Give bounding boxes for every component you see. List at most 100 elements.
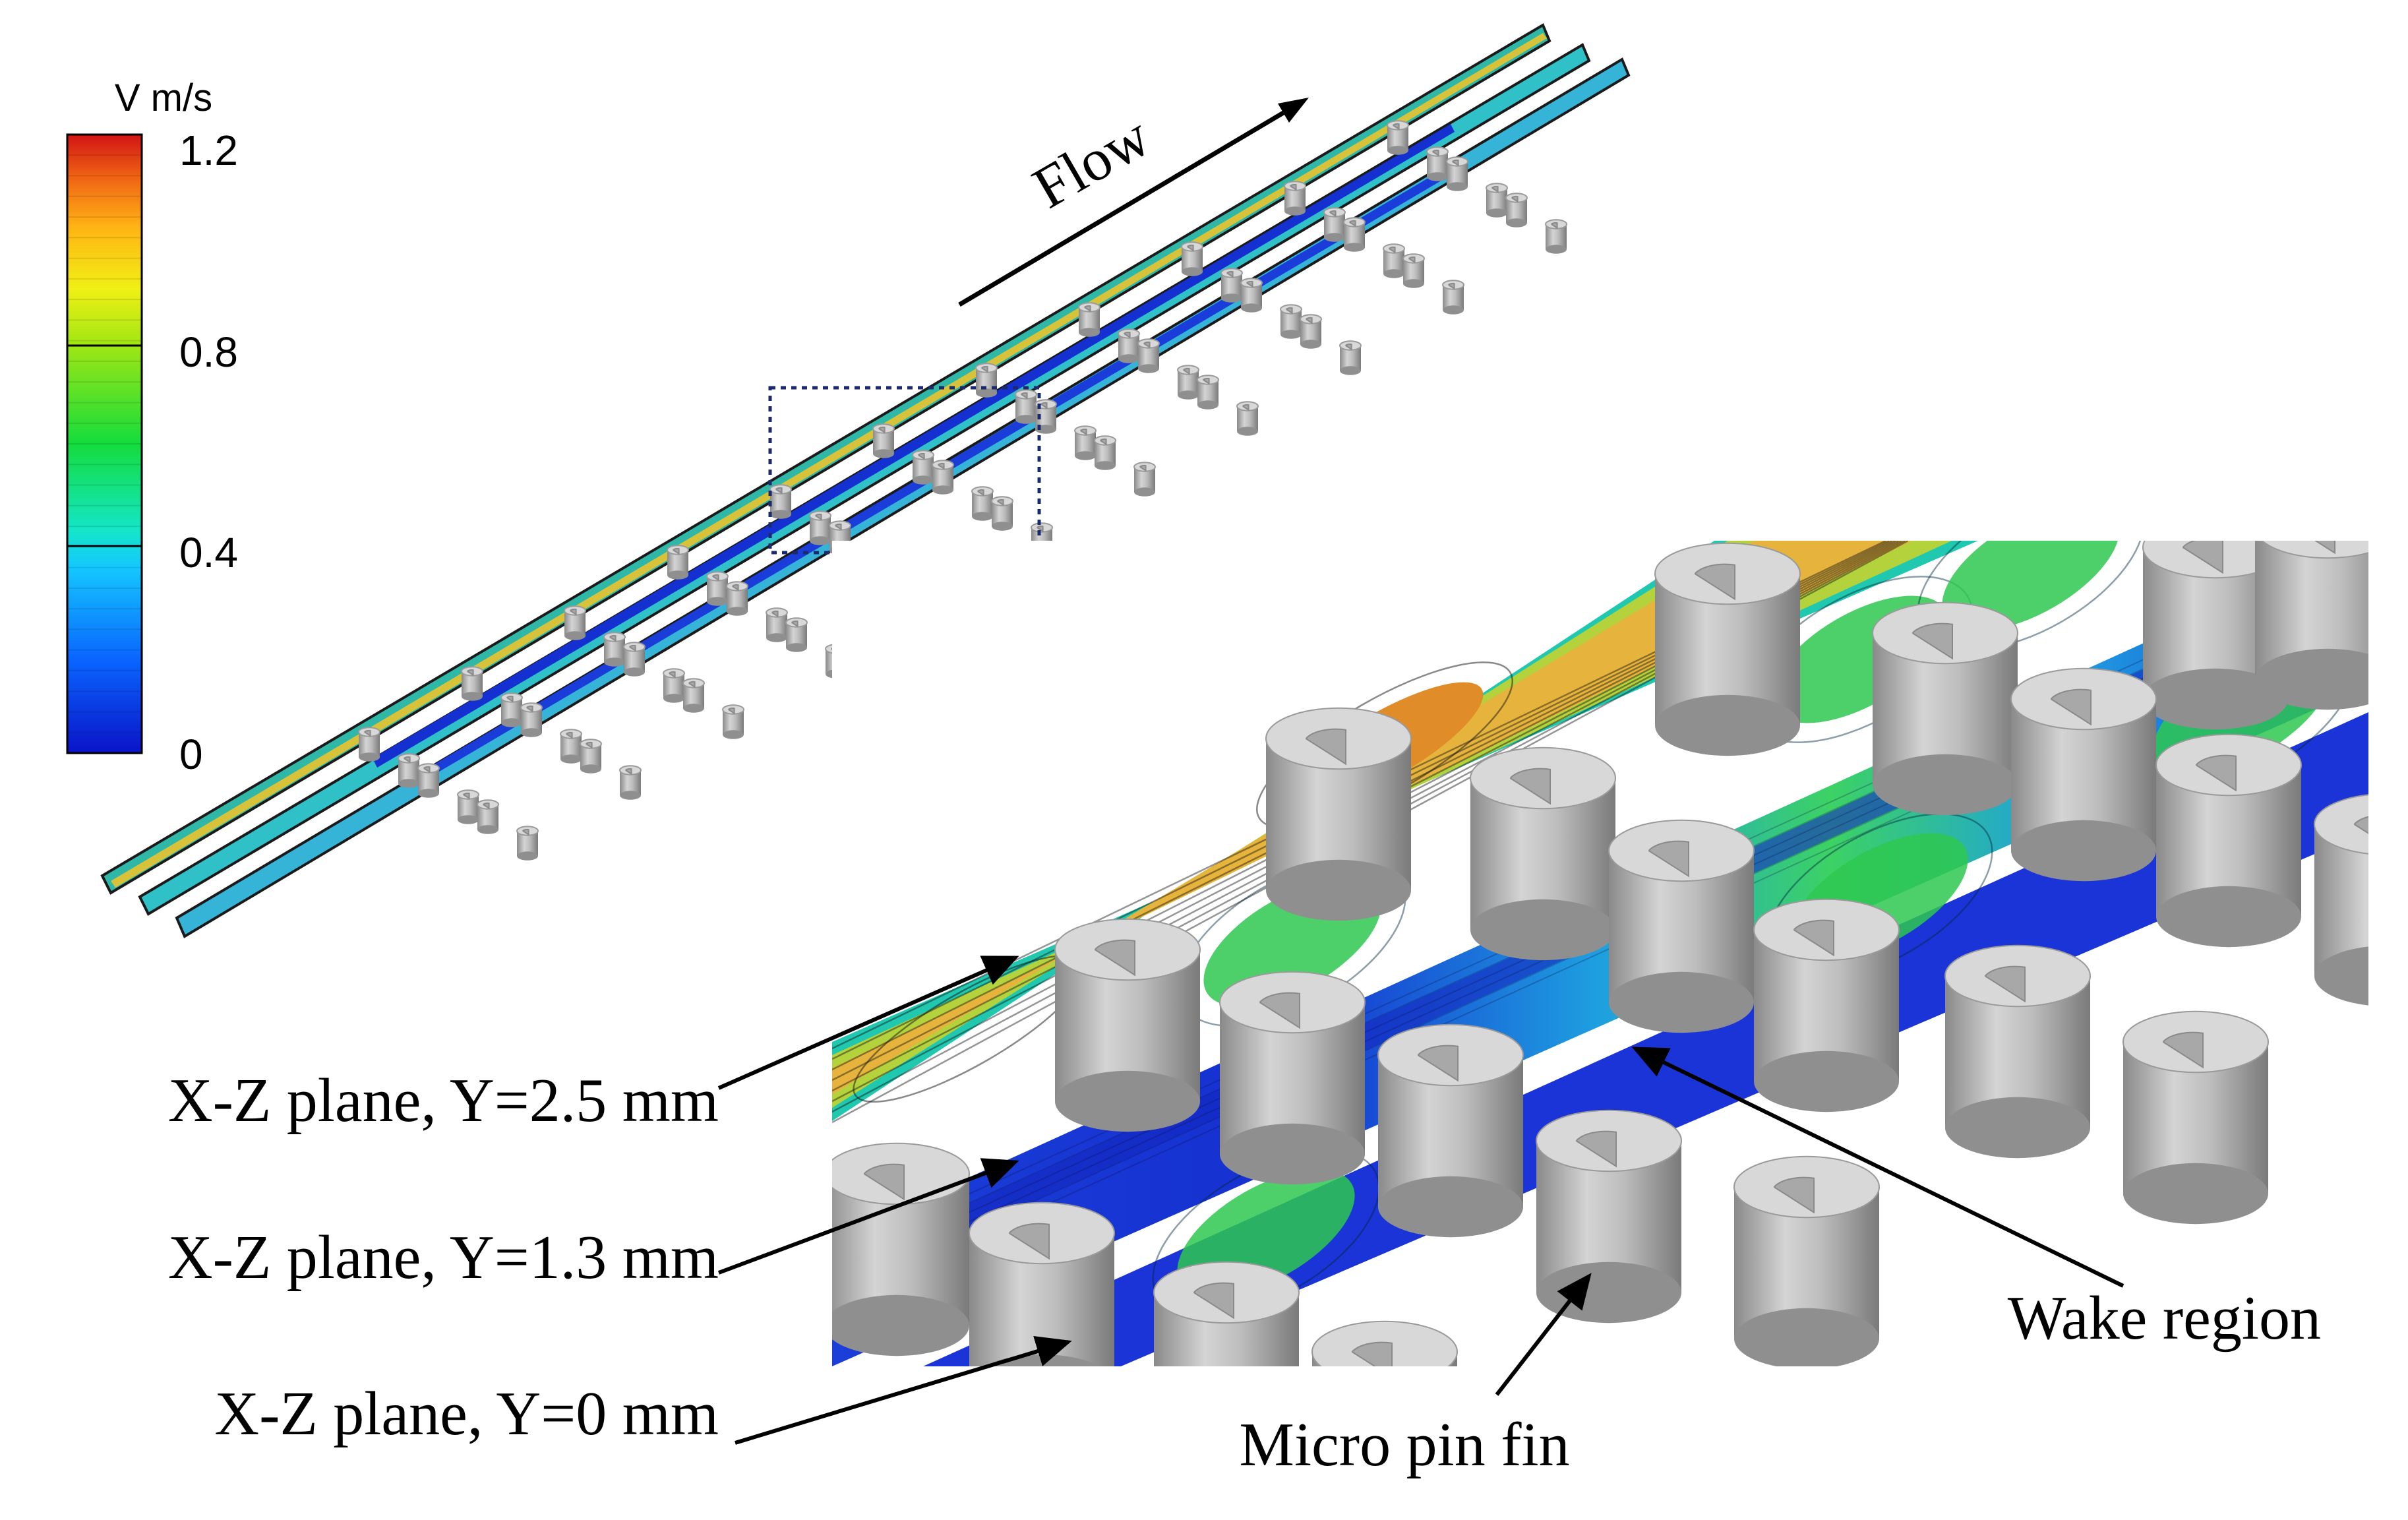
- arrow-wake-region: [1631, 1047, 2124, 1288]
- arrow-plane-y1-3: [717, 1158, 1019, 1275]
- pin-slot: [1432, 149, 1439, 157]
- overview-pin: [461, 666, 483, 701]
- pin-slot: [918, 452, 925, 460]
- pin-slot: [467, 669, 474, 677]
- micro-pin-fin: [1265, 707, 1412, 921]
- pin-slot: [2195, 754, 2237, 792]
- overview-pin: [663, 668, 685, 703]
- colorbar-frame: [66, 133, 143, 754]
- pin-slot: [878, 426, 886, 434]
- micro-pin-fin: [2010, 667, 2157, 882]
- pin-base: [2255, 648, 2368, 710]
- pin-base: [723, 730, 744, 739]
- pin-top: [2314, 794, 2368, 855]
- label-plane-y1-3: X-Z plane, Y=1.3 mm: [168, 1223, 719, 1292]
- pin-slot: [1040, 402, 1048, 410]
- pin-base: [398, 779, 419, 788]
- pin-base: [1182, 267, 1203, 276]
- pin-base: [707, 597, 728, 606]
- pin-base: [564, 631, 586, 640]
- micro-pin-fin: [832, 1142, 970, 1356]
- overview-pin: [1177, 365, 1199, 400]
- colorbar-tick-label: 1.2: [179, 127, 238, 174]
- pin-slot: [2353, 816, 2368, 834]
- pin-slot: [977, 489, 984, 497]
- pin-slot: [1345, 343, 1352, 351]
- arrow-plane-y2-5: [717, 956, 1019, 1090]
- pin-base: [1344, 243, 1365, 252]
- overview-pin: [358, 727, 380, 762]
- pin-base: [663, 694, 684, 703]
- micro-pin-fin: [2314, 794, 2368, 1006]
- pin-slot: [775, 487, 783, 495]
- pin-slot: [2162, 1031, 2204, 1069]
- label-micro-pin-fin: Micro pin fin: [1239, 1411, 1569, 1479]
- pin-base: [2011, 820, 2156, 882]
- pin-slot: [1393, 123, 1400, 131]
- overview-pin: [975, 363, 998, 398]
- pin-slot: [526, 705, 533, 713]
- pin-base: [620, 791, 641, 800]
- pin-base: [913, 475, 934, 485]
- label-wake-region: Wake region: [2008, 1284, 2321, 1353]
- pin-base: [418, 789, 439, 798]
- overview-pin: [1181, 241, 1203, 276]
- pin-slot: [1509, 768, 1551, 805]
- pin-base: [1506, 218, 1527, 228]
- pin-slot: [1306, 317, 1313, 324]
- overview-pin: [564, 605, 586, 640]
- pin-base: [1324, 233, 1345, 242]
- overview-pin: [1137, 338, 1160, 373]
- overview-pin: [1505, 193, 1528, 228]
- pin-slot: [1286, 307, 1293, 315]
- flow-label: Flow: [1023, 104, 1161, 221]
- pin-base: [683, 704, 704, 713]
- overview-pin: [1284, 181, 1306, 216]
- pin-slot: [364, 729, 371, 737]
- pin-slot: [625, 768, 632, 775]
- overview-pin: [1074, 425, 1097, 460]
- pin-base: [1486, 208, 1507, 218]
- pin-base: [1383, 269, 1404, 278]
- pin-base: [2143, 668, 2288, 730]
- pin-base: [1079, 328, 1100, 337]
- overview-pin: [398, 753, 420, 788]
- pin-slot: [2050, 688, 2092, 726]
- pin-base: [624, 667, 645, 677]
- overview-pin: [971, 486, 994, 521]
- pin-slot: [483, 802, 490, 810]
- pin-slot: [1305, 728, 1346, 766]
- pin-base: [1754, 1050, 1899, 1112]
- pin-base: [1134, 487, 1155, 497]
- pin-slot: [835, 523, 842, 531]
- micro-pin-fin: [2155, 733, 2302, 948]
- micro-pin-fin: [1219, 971, 1366, 1185]
- overview-pin: [520, 702, 543, 737]
- overview-pin: [623, 642, 646, 677]
- pin-slot: [863, 1163, 905, 1201]
- arrow-plane-y0: [735, 1335, 1072, 1445]
- pin-base: [932, 485, 953, 495]
- pin-base: [1312, 1473, 1457, 1520]
- pin-base: [1447, 182, 1468, 191]
- pin-base: [1546, 245, 1567, 254]
- pin-slot: [570, 608, 577, 616]
- micro-pin-fin: [2122, 1010, 2269, 1225]
- micro-pin-fin: [1377, 1023, 1524, 1238]
- label-plane-y2-5: X-Z plane, Y=2.5 mm: [168, 1066, 719, 1135]
- micro-pin-fin: [1153, 1261, 1300, 1366]
- pin-slot: [688, 681, 696, 688]
- pin-base: [1118, 354, 1139, 363]
- micro-pin-fin: [1470, 746, 1616, 961]
- pin-slot: [1124, 331, 1131, 339]
- pin-slot: [586, 741, 593, 749]
- overview-pin: [769, 484, 792, 519]
- overview-pin: [477, 799, 499, 834]
- pin-base: [1075, 451, 1096, 460]
- pin-base: [1241, 303, 1262, 313]
- colorbar-tick-label: 0: [179, 731, 203, 778]
- overview-pin: [1383, 243, 1405, 278]
- channel-overview: [100, 23, 1631, 938]
- micro-pin-fin: [1872, 601, 2018, 816]
